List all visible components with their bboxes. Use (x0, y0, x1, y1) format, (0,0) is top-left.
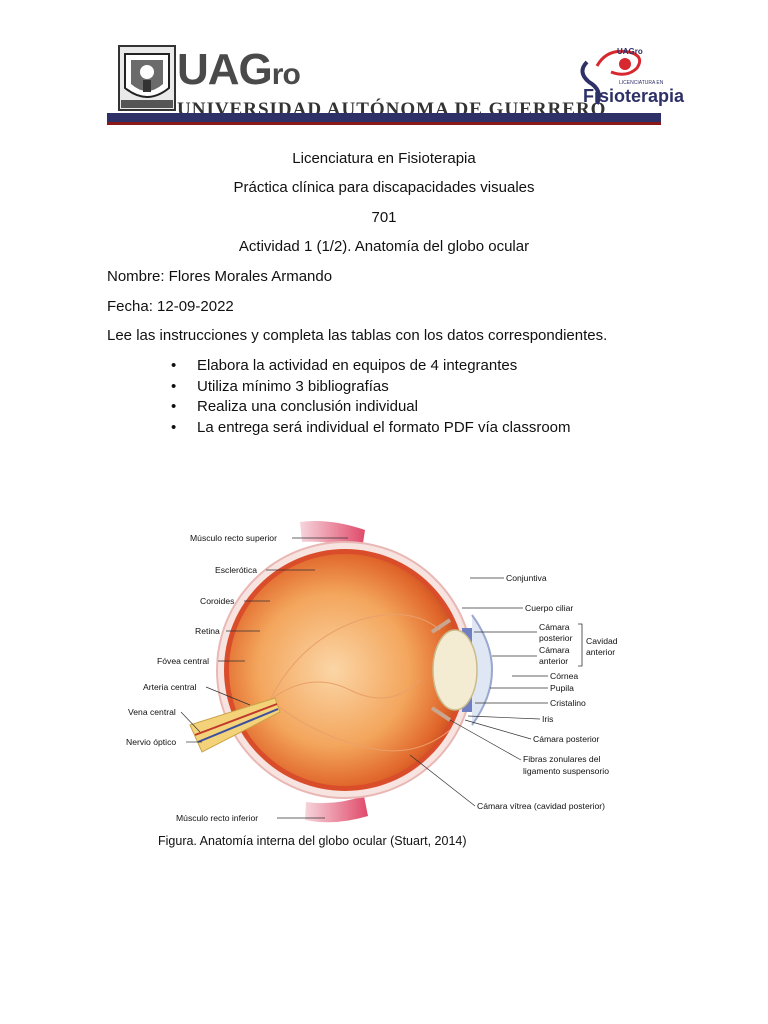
brand-block: UAGro UNIVERSIDAD AUTÓNOMA DE GUERRERO (177, 48, 606, 121)
svg-text:Iris: Iris (542, 714, 553, 724)
svg-text:Cámara: Cámara (539, 622, 570, 632)
instructions-list: Elabora la actividad en equipos de 4 int… (171, 356, 571, 438)
svg-text:anterior: anterior (539, 656, 568, 666)
svg-text:Arteria central: Arteria central (143, 682, 197, 692)
lens (432, 629, 478, 711)
vitreous-chamber (229, 554, 461, 786)
svg-text:Cristalino: Cristalino (550, 698, 586, 708)
svg-text:Fibras zonulares del: Fibras zonulares del (523, 754, 600, 764)
svg-text:anterior: anterior (586, 647, 615, 657)
inferior-rectus-muscle (305, 796, 368, 823)
degree-title: Licenciatura en Fisioterapia (292, 150, 476, 167)
svg-text:ligamento suspensorio: ligamento suspensorio (523, 766, 609, 776)
svg-text:Cámara posterior: Cámara posterior (533, 734, 600, 744)
svg-text:Pupila: Pupila (550, 683, 574, 693)
eye-anatomy-figure: Músculo recto superior Esclerótica Coroi… (126, 521, 618, 823)
svg-text:Coroides: Coroides (200, 596, 234, 606)
svg-text:posterior: posterior (539, 633, 573, 643)
svg-text:Conjuntiva: Conjuntiva (506, 573, 547, 583)
list-item: La entrega será individual el formato PD… (171, 418, 571, 439)
date-line: Fecha: 12-09-2022 (107, 298, 234, 315)
svg-text:Nervio óptico: Nervio óptico (126, 737, 176, 747)
header-divider-red (107, 122, 661, 125)
course-title: Práctica clínica para discapacidades vis… (233, 179, 535, 196)
logo-main-text: Fisioterapia (583, 86, 685, 106)
figure-caption: Figura. Anatomía interna del globo ocula… (158, 834, 467, 848)
activity-title: Actividad 1 (1/2). Anatomía del globo oc… (238, 238, 530, 255)
logo-top-text: UAGro (617, 47, 643, 56)
instructions-text: Lee las instrucciones y completa las tab… (107, 327, 608, 344)
svg-text:Retina: Retina (195, 626, 220, 636)
svg-text:Cavidad: Cavidad (586, 636, 618, 646)
header-divider-dark (107, 113, 661, 122)
svg-text:Vena central: Vena central (128, 707, 176, 717)
svg-text:Músculo recto superior: Músculo recto superior (190, 533, 277, 543)
svg-text:Cámara: Cámara (539, 645, 570, 655)
cornea (471, 614, 493, 726)
right-labels: Conjuntiva Cuerpo ciliar Cámara posterio… (409, 573, 618, 811)
svg-text:Músculo recto inferior: Músculo recto inferior (176, 813, 258, 823)
list-item: Realiza una conclusión individual (171, 397, 571, 418)
fisioterapia-logo: UAGro LICENCIATURA EN Fisioterapia (580, 47, 685, 106)
svg-text:Fóvea central: Fóvea central (157, 656, 209, 666)
list-item: Utiliza mínimo 3 bibliografías (171, 377, 571, 398)
svg-text:Cámara vítrea (cavidad posteri: Cámara vítrea (cavidad posterior) (477, 801, 605, 811)
svg-text:Cuerpo ciliar: Cuerpo ciliar (525, 603, 573, 613)
university-crest-logo (118, 45, 176, 111)
university-header: UAGro UNIVERSIDAD AUTÓNOMA DE GUERRERO U… (107, 40, 685, 130)
student-name: Nombre: Flores Morales Armando (107, 268, 333, 285)
logo-small-text: LICENCIATURA EN (619, 80, 664, 86)
group-number: 701 (371, 209, 397, 226)
list-item: Elabora la actividad en equipos de 4 int… (171, 356, 571, 377)
brand-name: UAGro (177, 45, 301, 94)
left-labels: Músculo recto superior Esclerótica Coroi… (126, 533, 348, 823)
svg-text:Esclerótica: Esclerótica (215, 565, 257, 575)
svg-text:Córnea: Córnea (550, 671, 578, 681)
